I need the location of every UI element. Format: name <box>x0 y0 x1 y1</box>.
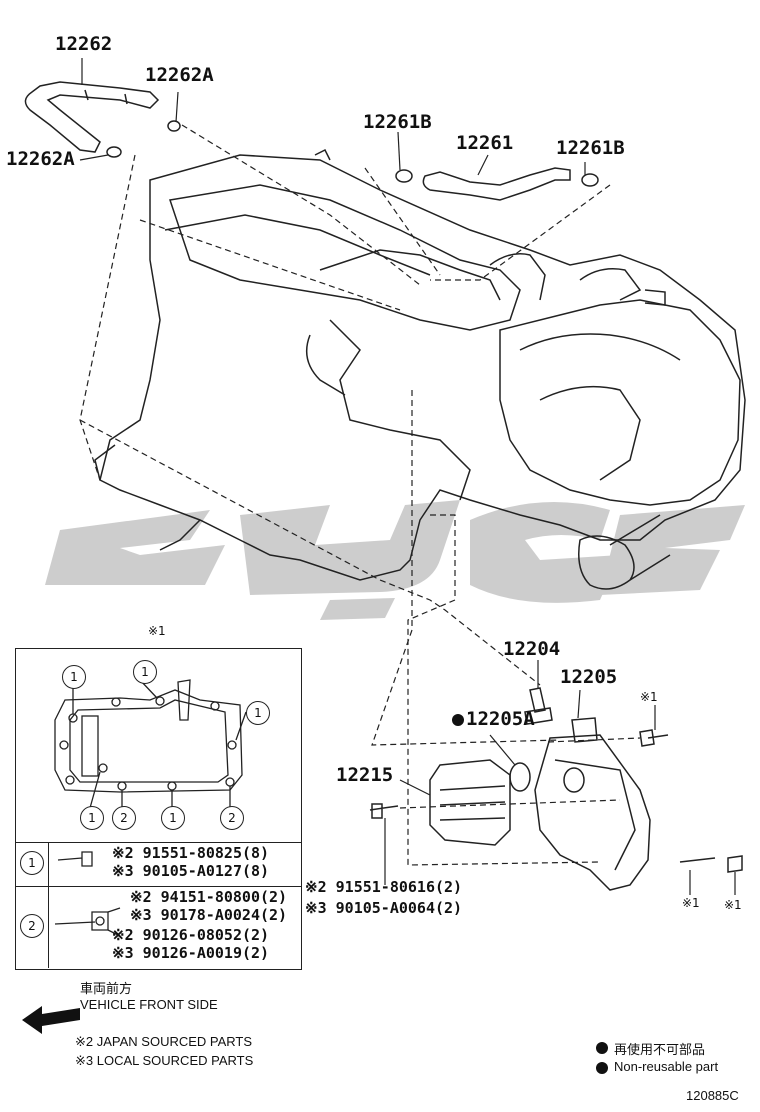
mark-x1-nut: ※1 <box>724 898 742 912</box>
label-12262a-left[interactable]: 12262A <box>6 148 75 170</box>
callout-circle: 2 <box>112 806 136 830</box>
callout-circle: 1 <box>80 806 104 830</box>
gasket-drawing <box>54 679 247 809</box>
hose-12262 <box>24 81 160 153</box>
legend-row2-line4[interactable]: ※3 90126-A0019(2) <box>112 944 270 962</box>
label-12262[interactable]: 12262 <box>55 33 113 55</box>
legend-col-divider <box>48 842 49 968</box>
oring-12205a <box>509 762 531 792</box>
callout-circle: 1 <box>161 806 185 830</box>
center-bolt-line2[interactable]: ※3 90105-A0064(2) <box>305 899 463 917</box>
cover-12205 <box>534 734 651 891</box>
legend-row1-line2[interactable]: ※3 90105-A0127(8) <box>112 862 270 880</box>
vehicle-front-en: VEHICLE FRONT SIDE <box>80 997 218 1012</box>
non-reusable-en: Non-reusable part <box>614 1059 719 1074</box>
footnote-japan: ※2 JAPAN SOURCED PARTS <box>75 1034 253 1049</box>
engine-block-outline <box>99 154 746 581</box>
legend-ref-1: 1 <box>20 851 44 875</box>
watermark-logo <box>45 500 745 620</box>
mark-x1-bolt: ※1 <box>640 690 658 704</box>
gasket-legend-box <box>15 648 302 970</box>
legend-ref-2: 2 <box>20 914 44 938</box>
vehicle-front-arrow <box>22 1006 80 1034</box>
label-12205[interactable]: 12205 <box>560 666 618 688</box>
label-12261b-right[interactable]: 12261B <box>556 137 625 159</box>
label-12204[interactable]: 12204 <box>503 638 561 660</box>
center-bolt-line1[interactable]: ※2 91551-80616(2) <box>305 878 463 896</box>
legend-row2-line1[interactable]: ※2 94151-80800(2) <box>130 888 288 906</box>
legend-row1-line1[interactable]: ※2 91551-80825(8) <box>112 844 270 862</box>
vehicle-front-jp: 車両前方 <box>80 981 133 996</box>
mark-x1-stud: ※1 <box>682 896 700 910</box>
legend-row2-line2[interactable]: ※3 90178-A0024(2) <box>130 906 288 924</box>
non-reusable-dot <box>452 714 464 726</box>
label-12215[interactable]: 12215 <box>336 764 394 786</box>
legend-row2-line3[interactable]: ※2 90126-08052(2) <box>112 926 270 944</box>
diagram-id: 120885C <box>686 1088 739 1103</box>
hose-12261 <box>422 167 571 201</box>
legend-bolt-icons <box>54 851 121 937</box>
non-reusable-legend-dot <box>596 1062 608 1074</box>
label-12205a[interactable]: 12205A <box>466 708 535 730</box>
label-12262a-top[interactable]: 12262A <box>145 64 214 86</box>
mark-x1-box: ※1 <box>148 624 166 638</box>
callout-circle: 1 <box>246 701 270 725</box>
label-12261[interactable]: 12261 <box>456 132 514 154</box>
legend-divider-2 <box>15 886 302 887</box>
callout-circle: 1 <box>133 660 157 684</box>
non-reusable-jp: 再使用不可部品 <box>614 1042 706 1057</box>
callout-circle: 2 <box>220 806 244 830</box>
sensor-12204 <box>529 687 546 713</box>
footnote-local: ※3 LOCAL SOURCED PARTS <box>75 1053 254 1068</box>
callout-circle: 1 <box>62 665 86 689</box>
label-12261b-left[interactable]: 12261B <box>363 111 432 133</box>
legend-divider-1 <box>15 842 302 843</box>
non-reusable-legend-dot <box>596 1042 608 1054</box>
